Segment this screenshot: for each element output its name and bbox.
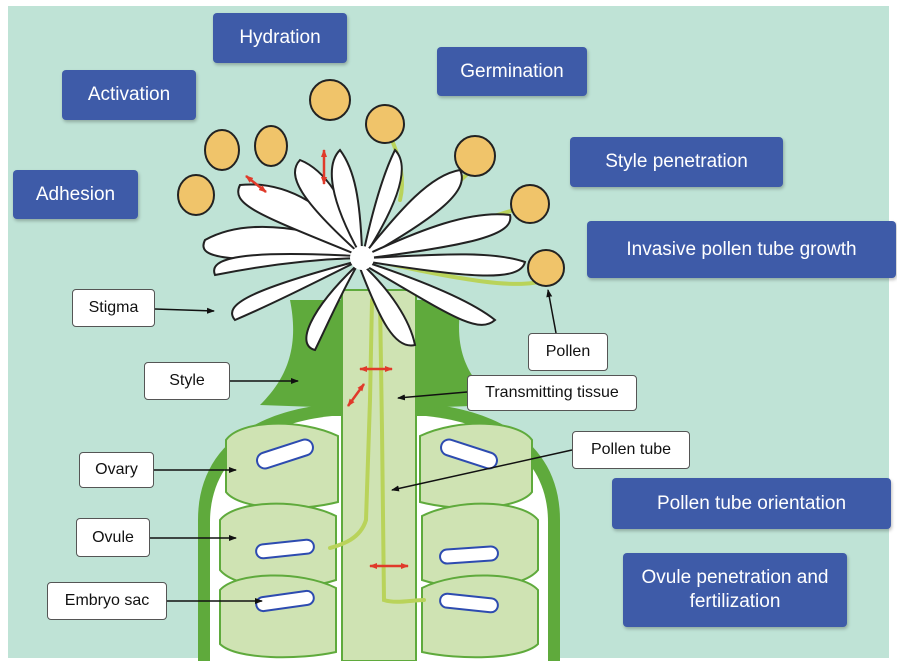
label-pollen-tube: Pollen tube [572, 431, 690, 469]
stage-tube-orientation: Pollen tube orientation [612, 478, 891, 529]
stigma-center [350, 246, 374, 270]
label-style: Style [144, 362, 230, 400]
label-transmitting-tissue: Transmitting tissue [467, 375, 637, 411]
label-stigma: Stigma [72, 289, 155, 327]
label-ovary: Ovary [79, 452, 154, 488]
stage-ovule-penetration: Ovule penetration and fertilization [623, 553, 847, 627]
stage-invasive-growth: Invasive pollen tube growth [587, 221, 896, 278]
stage-germination: Germination [437, 47, 587, 96]
stage-adhesion: Adhesion [13, 170, 138, 219]
label-pollen: Pollen [528, 333, 608, 371]
label-embryo-sac: Embryo sac [47, 582, 167, 620]
stage-style-penetration: Style penetration [570, 137, 783, 187]
stage-activation: Activation [62, 70, 196, 120]
stage-hydration: Hydration [213, 13, 347, 63]
label-ovule: Ovule [76, 518, 150, 557]
